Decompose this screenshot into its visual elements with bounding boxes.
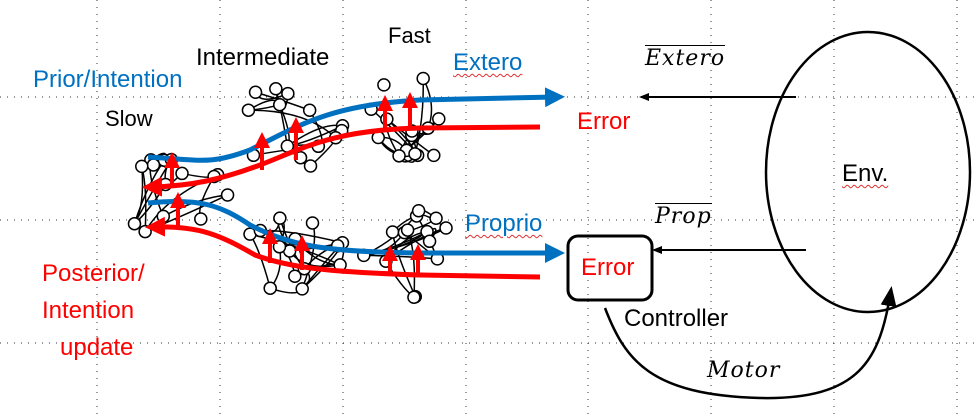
neuron-node <box>263 281 277 295</box>
neuron-node <box>407 290 421 304</box>
intermediate-label: Intermediate <box>196 44 330 71</box>
neuron-node <box>302 103 317 118</box>
prior-intention-label: Prior/Intention <box>33 66 183 93</box>
proprio-prediction-stream <box>147 198 565 263</box>
neuron-node <box>146 158 161 172</box>
neuron-node <box>429 211 443 226</box>
neuron-node <box>269 82 283 96</box>
connection-arrow <box>246 107 337 139</box>
fast-proprio-network <box>357 204 453 304</box>
neuron-node <box>194 212 208 226</box>
proprio-label: Proprio <box>465 210 543 237</box>
proprio-error-stream <box>145 216 541 280</box>
posterior-label-line2: Intention <box>42 297 135 324</box>
prop-bar-label: Prop <box>655 203 712 229</box>
error-update-arrows <box>164 92 426 276</box>
controller-label: Controller <box>624 305 729 332</box>
neuron-node <box>439 221 453 235</box>
proprio-error-label: Error <box>581 254 635 281</box>
extero-error-stream <box>142 124 541 197</box>
neuron-node <box>392 149 406 163</box>
neuron-node <box>416 71 430 86</box>
neuron-node <box>432 112 446 126</box>
fast-extero-network <box>364 71 446 163</box>
extero-label: Extero <box>453 49 523 76</box>
intermediate-proprio-network <box>243 211 350 296</box>
fast-label: Fast <box>388 23 431 48</box>
neuron-node <box>241 103 256 117</box>
extero-error-label: Error <box>577 108 631 135</box>
neuron-node <box>156 209 171 224</box>
neuron-node <box>377 78 391 92</box>
controller-error-box <box>566 234 654 302</box>
motor-label: Motor <box>707 358 781 383</box>
neuron-node <box>175 166 189 181</box>
neuron-node <box>273 211 287 225</box>
connection-arrow <box>422 78 434 130</box>
neuron-node <box>295 282 309 296</box>
motor-command-arrow <box>603 286 897 400</box>
neuron-node <box>408 147 422 161</box>
slow-network <box>127 152 235 239</box>
posterior-label-line3: update <box>60 334 134 361</box>
environment-label: Env. <box>842 160 889 187</box>
neuron-node <box>138 224 152 239</box>
neuron-node <box>248 85 263 99</box>
neuron-node <box>422 234 437 249</box>
slow-label: Slow <box>105 106 153 131</box>
neuron-node <box>303 159 318 173</box>
neuron-node <box>135 159 149 174</box>
neuron-node <box>288 269 302 284</box>
posterior-label-line1: Posterior/ <box>42 260 145 287</box>
neuron-node <box>400 223 415 237</box>
neuron-node <box>272 240 287 254</box>
neuron-node <box>127 216 142 231</box>
neuron-node <box>281 86 295 101</box>
neuron-node <box>272 97 287 112</box>
neuron-node <box>305 216 320 230</box>
neuron-node <box>427 148 441 163</box>
environment-ellipse <box>764 30 972 314</box>
connection-arrow <box>362 252 438 260</box>
extero-bar-label: Extero <box>645 45 726 71</box>
neuron-node <box>411 204 426 218</box>
neuron-node <box>220 188 235 202</box>
neuron-node <box>385 225 400 239</box>
